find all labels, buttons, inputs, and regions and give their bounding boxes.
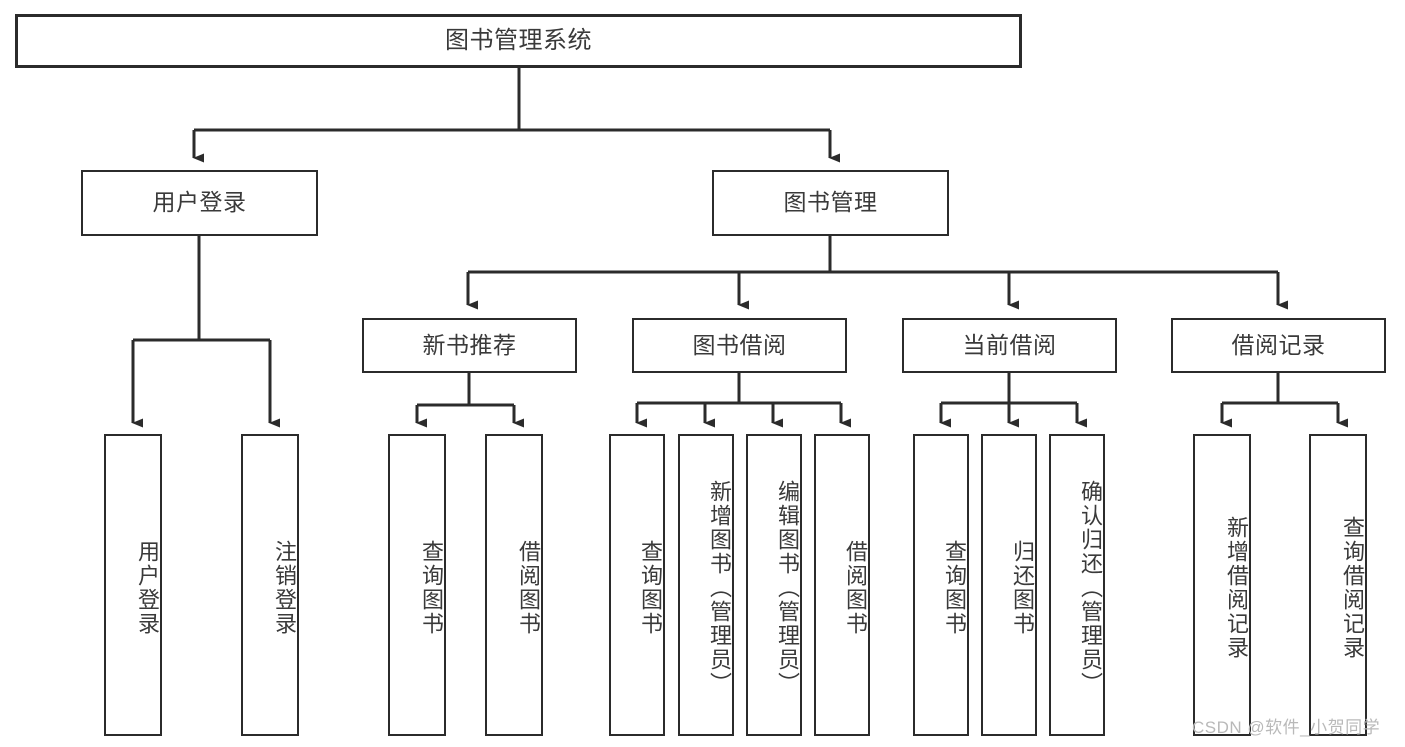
node-label: 新增借阅记录 — [1224, 516, 1249, 660]
node-book-management[interactable]: 图书管理 — [712, 170, 949, 236]
node-label: 查询借阅记录 — [1340, 516, 1365, 660]
node-book-borrow[interactable]: 图书借阅 — [632, 318, 847, 373]
leaf-record-query-record[interactable]: 查询借阅记录 — [1309, 434, 1367, 736]
node-borrow-record[interactable]: 借阅记录 — [1171, 318, 1386, 373]
node-label: 借阅图书 — [516, 540, 541, 636]
node-label: 借阅图书 — [843, 540, 868, 636]
node-current-borrow[interactable]: 当前借阅 — [902, 318, 1117, 373]
leaf-record-add-record[interactable]: 新增借阅记录 — [1193, 434, 1251, 736]
node-label: 借阅记录 — [1231, 331, 1326, 358]
node-label: 新增图书（管理员） — [707, 480, 732, 696]
csdn-watermark: CSDN @软件_小贺同学 — [1192, 713, 1380, 738]
node-label: 归还图书 — [1010, 540, 1035, 636]
leaf-user-login-login[interactable]: 用户登录 — [104, 434, 162, 736]
node-label: 新书推荐 — [422, 331, 517, 358]
node-user-login[interactable]: 用户登录 — [81, 170, 318, 236]
node-label: 查询图书 — [942, 540, 967, 636]
watermark-text: CSDN @软件_小贺同学 — [1192, 718, 1381, 737]
leaf-current-return-book[interactable]: 归还图书 — [981, 434, 1037, 736]
node-root-system[interactable]: 图书管理系统 — [15, 14, 1022, 68]
leaf-borrow-edit-book-admin[interactable]: 编辑图书（管理员） — [746, 434, 802, 736]
node-label: 查询图书 — [638, 540, 663, 636]
leaf-recommend-borrow-book[interactable]: 借阅图书 — [485, 434, 543, 736]
node-label: 注销登录 — [272, 540, 297, 636]
node-label: 查询图书 — [419, 540, 444, 636]
node-label: 图书管理系统 — [445, 26, 592, 54]
leaf-recommend-query-book[interactable]: 查询图书 — [388, 434, 446, 736]
node-label: 编辑图书（管理员） — [775, 480, 800, 696]
leaf-borrow-query-book[interactable]: 查询图书 — [609, 434, 665, 736]
node-label: 用户登录 — [135, 540, 160, 636]
leaf-user-login-logout[interactable]: 注销登录 — [241, 434, 299, 736]
node-new-book-recommend[interactable]: 新书推荐 — [362, 318, 577, 373]
leaf-current-query-book[interactable]: 查询图书 — [913, 434, 969, 736]
node-label: 确认归还（管理员） — [1078, 480, 1103, 696]
node-label: 图书管理 — [783, 189, 878, 216]
leaf-borrow-borrow-book[interactable]: 借阅图书 — [814, 434, 870, 736]
node-label: 用户登录 — [152, 189, 247, 216]
node-label: 图书借阅 — [692, 331, 787, 358]
node-label: 当前借阅 — [962, 331, 1057, 358]
leaf-current-confirm-return-admin[interactable]: 确认归还（管理员） — [1049, 434, 1105, 736]
leaf-borrow-add-book-admin[interactable]: 新增图书（管理员） — [678, 434, 734, 736]
